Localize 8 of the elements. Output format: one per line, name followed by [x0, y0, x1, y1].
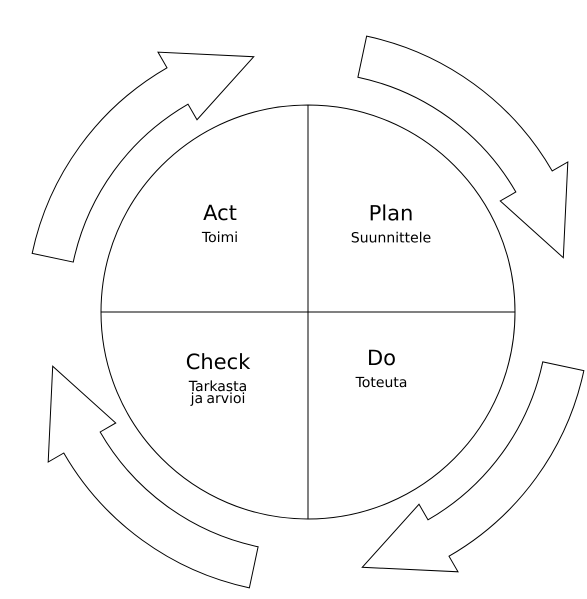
quadrant: Plan Suunnittele: [308, 104, 516, 312]
quadrant: Act Toimi: [100, 104, 308, 312]
curved-arrow: [48, 366, 259, 588]
quadrant: Do Toteuta: [308, 312, 516, 520]
curved-arrow: [32, 52, 254, 263]
quadrant: Check Tarkasta ja arvioi: [100, 312, 308, 520]
curved-arrow: [357, 36, 568, 258]
curved-arrow: [362, 361, 584, 572]
